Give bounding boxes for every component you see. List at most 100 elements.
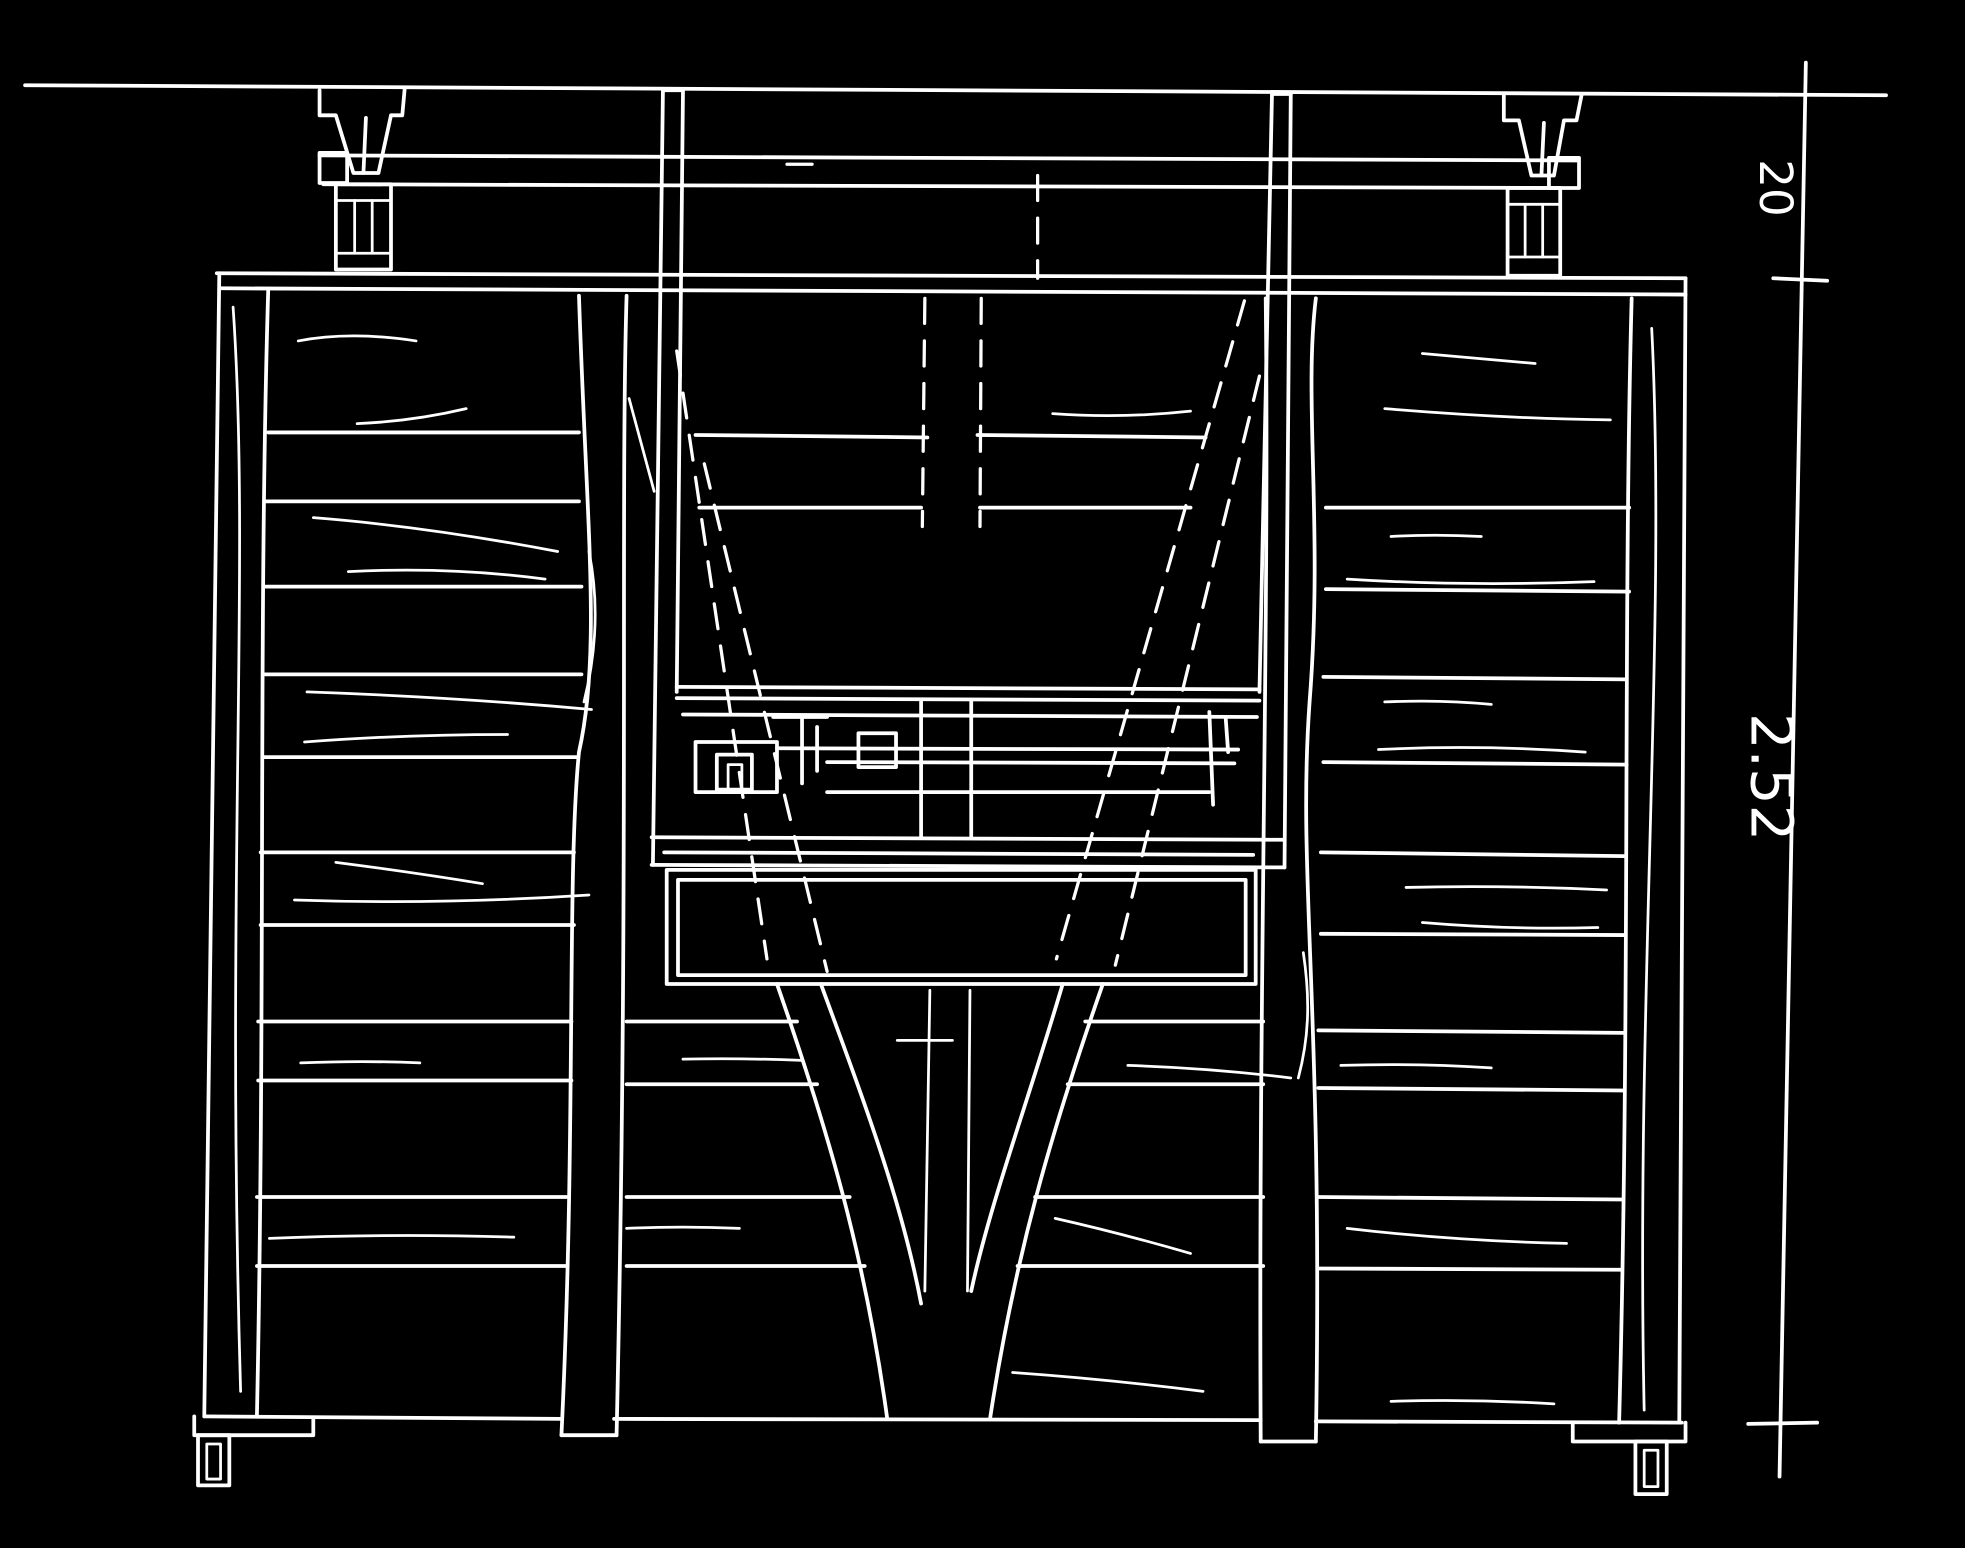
right-outer-post-grain [1641,327,1658,1412]
left-diagonal-hidden-1 [675,349,769,961]
frame-left-edge [202,271,222,1419]
wood-grain [1051,409,1192,418]
dimension-label-height: 2.52 [1737,713,1805,841]
dimension-tick-bottom [1746,1420,1820,1426]
gate-rail-upper-left [693,433,930,440]
plank-line [1316,1086,1625,1093]
left-diagonal-hidden-2 [702,462,829,974]
wood-grain [1389,533,1483,538]
posts [231,288,1658,1444]
wood-grain [1377,746,1587,754]
left-plank-panel [255,334,593,1268]
wood-grain [305,690,593,711]
left-inner-post-right-edge [614,293,629,1438]
right-base-plate [1570,1420,1688,1444]
frame-right-edge [1677,276,1688,1425]
wood-grain [1389,1399,1556,1406]
plank-line [1321,760,1629,767]
left-foot [196,1433,232,1488]
wood-grain [1126,1064,1293,1080]
gate-center-hidden-line-left [920,296,927,529]
gear-core [726,763,744,792]
v-center-line-right [966,988,972,1293]
v-right-inner [969,982,1065,1293]
wood-grain [1404,885,1608,892]
shaft-end-right [1207,710,1215,807]
plank-line [1318,850,1627,858]
beam-lower-edge [321,182,1563,190]
frame-top-inner [217,286,1688,297]
beam-left-end [317,151,350,185]
wood-grain [1339,1063,1493,1070]
frame-bottom-left [202,1414,564,1421]
plank-line [1316,1266,1624,1272]
v-left-outer [775,982,890,1421]
reference-lines [23,60,1888,1479]
wood-grain [355,407,468,426]
left-pulley-bracket-center [361,115,368,175]
left-base-plate [192,1414,316,1438]
right-rail-outer [1282,92,1293,870]
gate-leaf [674,296,1262,703]
frame-bottom-right [1313,1419,1684,1425]
top-beam [317,151,1581,280]
drive-shaft-upper [775,746,1241,752]
wood-grain [625,1225,741,1230]
dimension-line [1777,60,1808,1479]
right-inner-post-grain [1296,951,1310,1080]
right-foot [1633,1439,1669,1496]
left-outer-post-grain [231,305,242,1393]
wood-grain [1053,1216,1192,1255]
feet [192,1414,1688,1496]
wood-grain [1420,352,1537,365]
wood-grain [1345,577,1596,585]
frame-top-outer [214,271,1688,281]
center-plank-panel [624,1019,1293,1393]
left-inner-post-grain [582,550,597,704]
hidden-diagonals [675,299,1262,974]
mechanism-sill-3 [649,862,1287,870]
lifting-mechanism [649,700,1287,870]
right-inner-post-left-edge [1258,296,1269,1444]
gate-rail-upper-right [975,433,1208,440]
gear-housing-inner [714,752,754,792]
left-pulley-bracket [317,85,407,175]
wood-grain [268,1234,516,1240]
wood-grain [1011,1371,1205,1393]
wood-grain [347,568,547,581]
right-pulley-roller [1505,186,1563,278]
wood-grain [296,334,418,343]
wood-grain [334,860,484,886]
left-rail-guide [627,397,656,493]
gate-center-hidden-line-right [978,296,983,529]
right-inner-post-right-edge [1304,296,1320,1444]
frame-bottom-center [612,1417,1263,1423]
mechanism-sill-1 [649,835,1287,842]
gate-bottom-edge [674,685,1262,692]
lower-box-inner [676,878,1248,978]
left-rail-outer [651,88,665,867]
wood-grain [1420,921,1600,930]
right-rail-inner [1257,92,1274,694]
shaft-end-cap [1223,715,1231,754]
right-pulley-bracket-center [1539,120,1546,178]
wood-grain [311,516,560,553]
left-foot-inner [205,1442,222,1481]
wood-grain [293,893,591,904]
left-inner-post-left-edge [559,293,593,1438]
v-center-line-left [923,988,932,1293]
left-pulley [317,85,407,272]
left-pulley-roller [333,182,393,272]
lower-box [664,868,1258,986]
wood-grain [1383,699,1493,706]
right-outer-post-inner-edge [1617,296,1634,1425]
mechanism-sill-2 [662,850,1256,857]
right-foot-inner [1642,1448,1660,1488]
right-diagonal-hidden-1 [1054,299,1247,961]
v-right-outer [988,982,1105,1421]
right-diagonal-hidden-2 [1113,374,1262,967]
wood-grain [681,1057,804,1062]
plank-line [1316,1028,1625,1035]
gate-rails [627,88,1293,870]
drive-shaft-lower [825,760,1237,766]
